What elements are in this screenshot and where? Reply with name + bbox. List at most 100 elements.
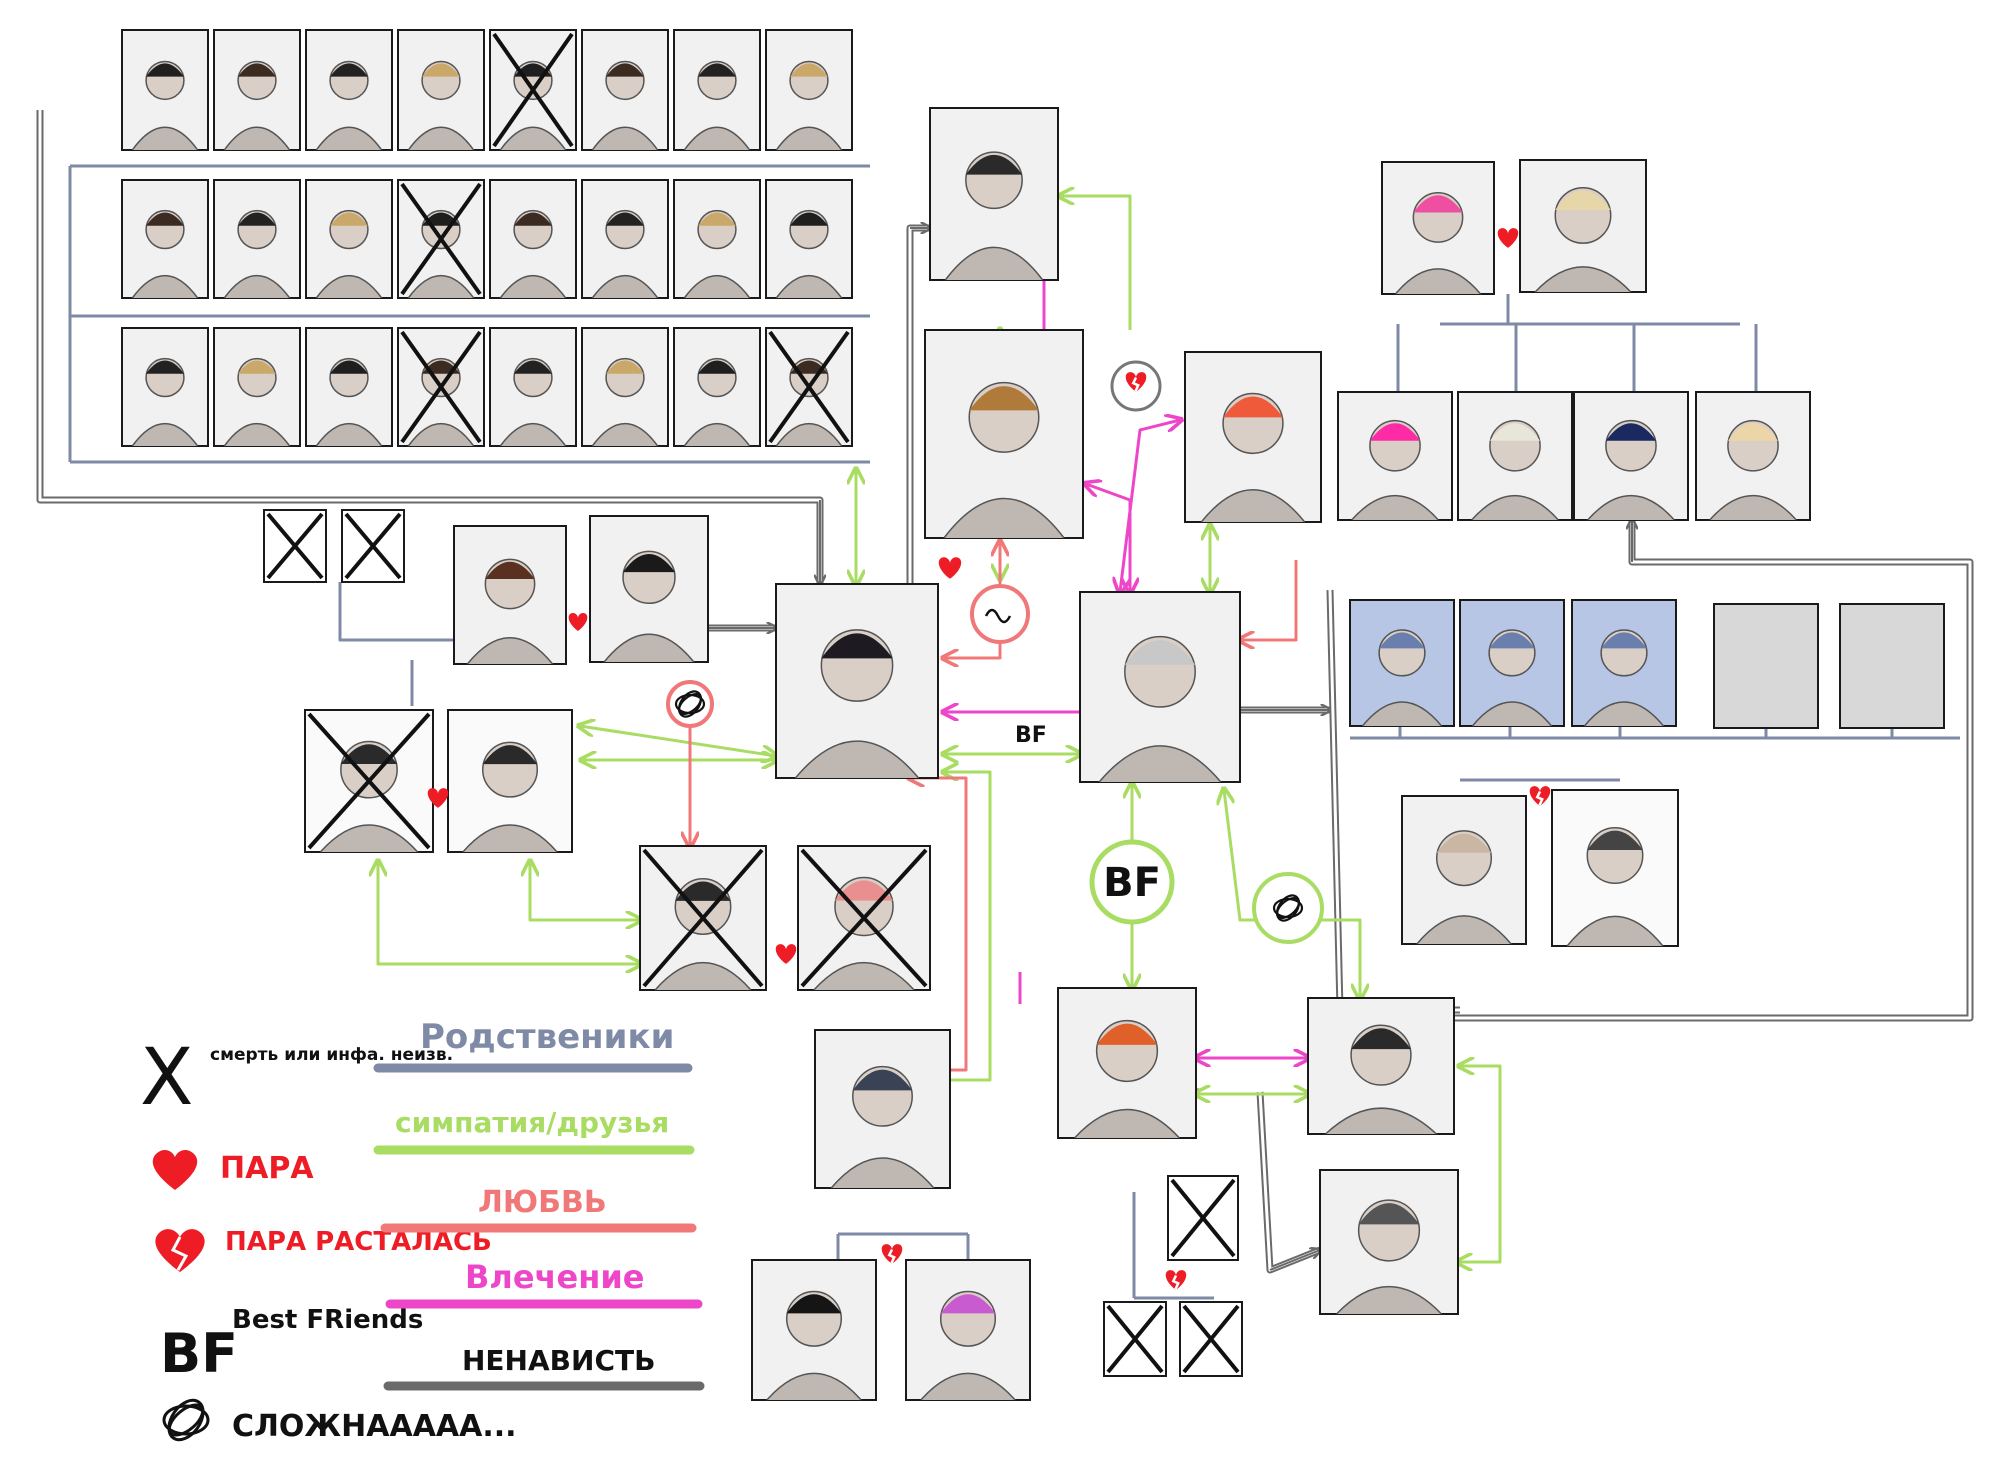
heart-sketch-couple-shape [427, 788, 449, 808]
family-portrait-2-1 [213, 327, 301, 447]
family-portrait-0-2-hair [330, 63, 368, 77]
portrait-center-silver [1079, 591, 1241, 783]
portrait-sketch-dead-shoulders [319, 824, 419, 853]
dead-box-5-cross-b [1182, 1304, 1240, 1374]
family-portrait-0-6-shoulders [683, 126, 751, 151]
family-portrait-0-3 [397, 29, 485, 151]
family-portrait-2-5-hair [606, 360, 644, 374]
portrait-curly-glasses-hair [969, 386, 1039, 411]
portrait-pink-beard [1381, 161, 1495, 295]
portrait-sketch-blue-0 [1349, 599, 1455, 727]
portrait-curly-glasses [924, 329, 1084, 539]
portrait-orange-hair-shoulders [1074, 1108, 1180, 1139]
heart-top-right-shape [1497, 228, 1519, 248]
portrait-pink-beard-shoulders [1394, 268, 1482, 295]
family-portrait-2-6-hair [698, 360, 736, 374]
portrait-blue-hair [929, 107, 1059, 281]
portrait-white-hair-hair [1489, 423, 1541, 441]
family-portrait-0-5-shoulders [591, 126, 659, 151]
dead-box-3 [1167, 1175, 1239, 1261]
scribble-braid-ring [666, 680, 714, 728]
legend-death-symbol: X [140, 1033, 193, 1123]
family-portrait-2-4 [489, 327, 577, 447]
portrait-pink-mohawk [1337, 391, 1453, 521]
portrait-sketch-hat-hair [482, 745, 538, 765]
hate-rail-loop-outer [1455, 520, 1974, 1022]
family-portrait-0-3-hair [422, 63, 460, 77]
portrait-sketch-blue-2-shoulders [1583, 701, 1665, 727]
family-portrait-0-6 [673, 29, 761, 151]
heart-brown-braid [568, 613, 588, 631]
heart-broken-sketch-crack [1535, 791, 1544, 806]
portrait-blue-hair-hair [965, 154, 1023, 175]
portrait-sketch-blue-1-shoulders [1471, 701, 1553, 727]
family-portrait-1-0 [121, 179, 209, 299]
portrait-curly-brown-hair [485, 561, 535, 580]
bf-label-top: BF [1015, 723, 1047, 748]
family-portrait-1-2 [305, 179, 393, 299]
family-portrait-1-1-hair [238, 212, 276, 226]
portrait-blue-hair-shoulders [944, 246, 1044, 281]
family-portrait-1-5-hair [606, 212, 644, 226]
scribble-right [1252, 872, 1324, 944]
portrait-purple-mask-shoulders [920, 1372, 1016, 1401]
portrait-empty-2-frame [1839, 603, 1945, 729]
family-portrait-1-1 [213, 179, 301, 299]
portrait-sketch-blue-0-hair [1379, 632, 1425, 649]
broken-heart-ring [1110, 360, 1162, 412]
portrait-dark-curls-hair [786, 1294, 842, 1314]
portrait-sketch-blue-1 [1459, 599, 1565, 727]
portrait-ash-hair-shoulders [1416, 915, 1512, 945]
heart-broken-bottom-shape [881, 1244, 903, 1264]
family-portrait-1-7-shoulders [775, 274, 843, 299]
family-portrait-2-0-hair [146, 360, 184, 374]
portrait-ash-hair-hair [1436, 833, 1492, 853]
family-portrait-0-7 [765, 29, 853, 151]
dead-box-2-cross-b [344, 512, 402, 580]
family-portrait-1-1-shoulders [223, 274, 291, 299]
portrait-dark-curls-shoulders [766, 1372, 862, 1401]
portrait-lying [1307, 997, 1455, 1135]
portrait-blue-long [1573, 391, 1689, 521]
family-portrait-2-5-shoulders [591, 422, 659, 447]
portrait-red-hair-shoulders [1200, 489, 1306, 523]
heart-broken-deadbox [1165, 1270, 1187, 1290]
family-portrait-0-5-hair [606, 63, 644, 77]
family-portrait-2-3 [397, 327, 485, 447]
family-portrait-1-4 [489, 179, 577, 299]
family-portrait-2-4-shoulders [499, 422, 567, 447]
sym-hat-long [530, 862, 640, 920]
portrait-pink-elf-dead-cross-b [800, 848, 928, 988]
family-portrait-1-7 [765, 179, 853, 299]
portrait-white-hair-shoulders [1471, 495, 1559, 521]
portrait-ash-hair [1401, 795, 1527, 945]
family-portrait-0-0-shoulders [131, 126, 199, 151]
portrait-sketch-hat-shoulders [462, 824, 558, 853]
heart-broken-mid-shape [1125, 372, 1147, 392]
portrait-frames [121, 29, 1945, 1401]
heart-top-right [1497, 228, 1519, 248]
family-portrait-1-3-shoulders [407, 274, 475, 299]
legend-bf-symbol: BF [160, 1322, 238, 1385]
family-portrait-1-0-hair [146, 212, 184, 226]
portrait-center-dark [775, 583, 939, 779]
portrait-pink-mohawk-hair [1369, 423, 1421, 441]
family-portrait-1-0-shoulders [131, 274, 199, 299]
portrait-horned-blonde-shoulders [1534, 266, 1632, 293]
portrait-sketch-dead-cross-b [307, 712, 431, 850]
hate-rail-hood-head [1269, 1250, 1320, 1271]
portrait-empty-2 [1839, 603, 1945, 729]
family-portrait-0-4 [489, 29, 577, 151]
hate-rail-loop-inner [1455, 520, 1972, 1020]
portrait-blue-long-shoulders [1587, 495, 1675, 521]
legend-complicated-label: СЛОЖНААААА... [232, 1409, 517, 1444]
portrait-dark-braid [589, 515, 709, 663]
portrait-sketch-blue-2 [1571, 599, 1677, 727]
portrait-dark-curls [751, 1259, 877, 1401]
portrait-red-hair-hair [1223, 396, 1283, 418]
family-portrait-2-6 [673, 327, 761, 447]
scribble-braid [666, 680, 714, 728]
legend-sympathy-label: симпатия/друзья [395, 1106, 669, 1139]
love-circle-glyph [984, 608, 1012, 624]
portrait-blushing-hair [852, 1069, 913, 1091]
